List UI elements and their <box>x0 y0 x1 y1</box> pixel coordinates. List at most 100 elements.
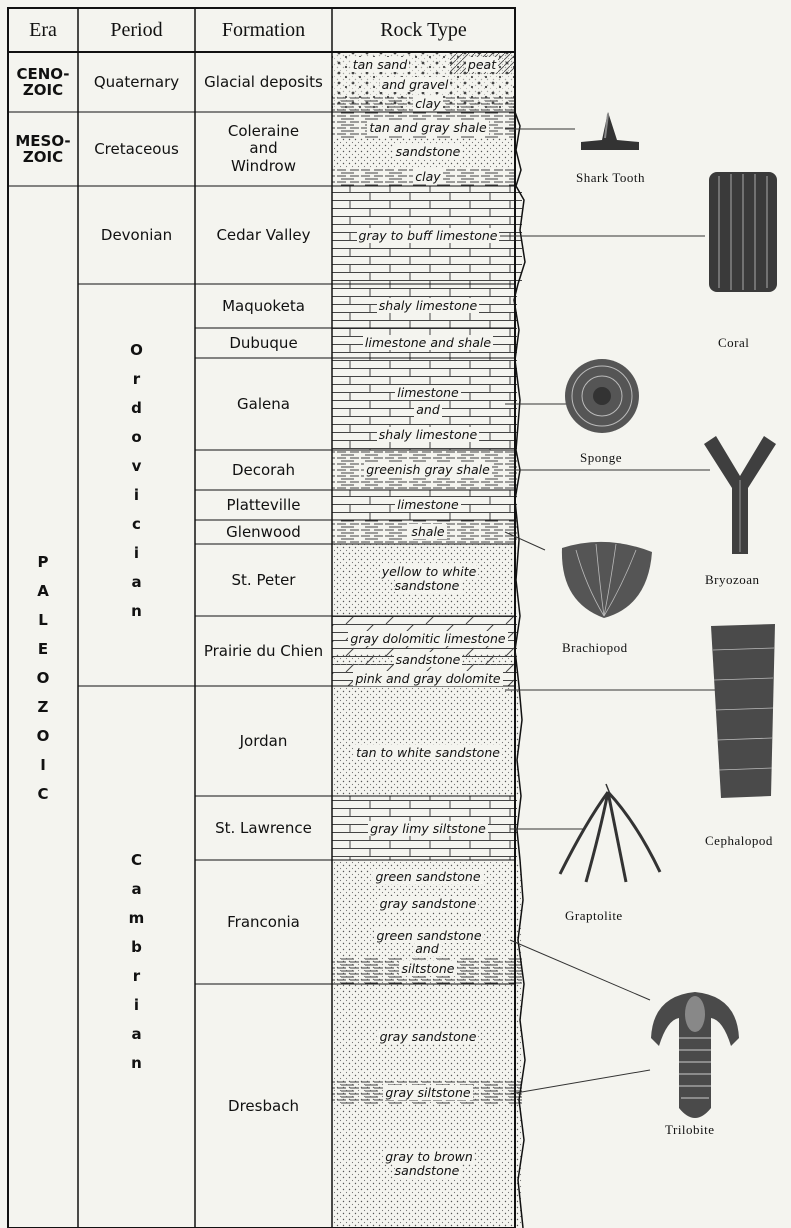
header-rock-type: Rock Type <box>332 8 515 52</box>
rock-label-green-sandstone1: green sandstone <box>338 870 518 884</box>
rock-label-gray-sandstone1: gray sandstone <box>338 897 518 911</box>
vertical-letter: r <box>133 365 140 394</box>
coral-icon <box>705 168 781 296</box>
vertical-letter: C <box>131 846 142 875</box>
formation-dresbach: Dresbach <box>195 984 332 1228</box>
vertical-letter: r <box>133 962 140 991</box>
formation-prairie-du-chien: Prairie du Chien <box>195 616 332 686</box>
rock-label-green-sandstone2: green sandstone and <box>338 930 518 955</box>
fossil-label-sponge: Sponge <box>580 450 622 466</box>
fossil-label-graptolite: Graptolite <box>565 908 623 924</box>
rock-label-dolomitic: gray dolomitic limestone <box>338 632 518 646</box>
vertical-letter: n <box>131 1049 142 1078</box>
rock-label-buff-limestone: gray to buff limestone <box>338 229 518 243</box>
era-mesozoic: MESO- ZOIC <box>8 112 78 186</box>
rock-label-siltstone: siltstone <box>338 962 518 976</box>
vertical-letter: a <box>131 1020 141 1049</box>
rock-dresbach <box>332 984 522 1228</box>
rock-label-gray-siltstone: gray siltstone <box>338 1086 518 1100</box>
formation-franconia: Franconia <box>195 860 332 984</box>
era-cenozoic: CENO- ZOIC <box>8 52 78 112</box>
vertical-letter: o <box>131 423 141 452</box>
rock-label-pink-dolomite: pink and gray dolomite <box>338 672 518 686</box>
rock-label-shaly-limestone2: shaly limestone <box>338 428 518 442</box>
rock-label-limestone-shale: limestone and shale <box>338 336 518 350</box>
vertical-letter: a <box>131 568 141 597</box>
header-era: Era <box>8 8 78 52</box>
formation-glacial: Glacial deposits <box>195 52 332 112</box>
rock-label-peat: peat <box>452 58 512 72</box>
vertical-letter: O <box>37 722 50 751</box>
trilobite-icon <box>645 988 745 1130</box>
formation-coleraine: Coleraine and Windrow <box>195 112 332 186</box>
sponge-icon <box>562 356 642 436</box>
vertical-letter: E <box>38 635 48 664</box>
rock-label-clay1: clay <box>338 97 518 111</box>
vertical-letter: v <box>132 452 142 481</box>
vertical-letter: a <box>131 875 141 904</box>
rock-label-yellow-white: yellow to white sandstone <box>338 565 518 594</box>
formation-dubuque: Dubuque <box>195 328 332 358</box>
formation-st-peter: St. Peter <box>195 544 332 616</box>
formation-cedar-valley: Cedar Valley <box>195 186 332 284</box>
fossil-label-trilobite: Trilobite <box>665 1122 715 1138</box>
vertical-letter: i <box>134 991 139 1020</box>
vertical-letter: m <box>129 904 145 933</box>
vertical-letter: O <box>130 336 143 365</box>
fossil-label-shark-tooth: Shark Tooth <box>576 170 645 186</box>
rock-label-clay2: clay <box>338 170 518 184</box>
rock-label-tan-gray-shale: tan and gray shale <box>338 121 518 135</box>
rock-jordan <box>332 686 520 796</box>
vertical-letter: A <box>37 577 49 606</box>
fossil-label-brachiopod: Brachiopod <box>562 640 628 656</box>
rock-label-limestone2: limestone <box>338 498 518 512</box>
vertical-letter: i <box>134 481 139 510</box>
shark-tooth-icon <box>575 110 645 155</box>
bryozoan-icon <box>700 432 780 557</box>
rock-label-greenish-shale: greenish gray shale <box>338 463 518 477</box>
rock-label-sandstone2: sandstone <box>338 653 518 667</box>
rock-label-and1: and <box>338 403 518 417</box>
rock-label-gray-sandstone2: gray sandstone <box>338 1030 518 1044</box>
vertical-letter: i <box>134 539 139 568</box>
rock-label-tan-sand: tan sand <box>340 58 420 72</box>
header-period: Period <box>78 8 195 52</box>
formation-decorah: Decorah <box>195 450 332 490</box>
vertical-letter: L <box>38 606 48 635</box>
vertical-letter: Z <box>38 693 49 722</box>
vertical-letter: n <box>131 597 142 626</box>
fossil-label-cephalopod: Cephalopod <box>705 833 773 849</box>
rock-label-limestone1: limestone <box>338 386 518 400</box>
formation-platteville: Platteville <box>195 490 332 520</box>
rock-label-shaly-limestone1: shaly limestone <box>338 299 518 313</box>
graptolite-icon <box>556 782 666 892</box>
vertical-letter: c <box>132 510 141 539</box>
fossil-label-bryozoan: Bryozoan <box>705 572 760 588</box>
formation-glenwood: Glenwood <box>195 520 332 544</box>
vertical-letter: C <box>37 780 48 809</box>
vertical-letter: O <box>37 664 50 693</box>
vertical-letter: I <box>40 751 46 780</box>
formation-galena: Galena <box>195 358 332 450</box>
rock-label-shale: shale <box>338 525 518 539</box>
formation-jordan: Jordan <box>195 686 332 796</box>
period-cretaceous: Cretaceous <box>78 112 195 186</box>
cephalopod-icon <box>705 620 781 802</box>
period-quaternary: Quaternary <box>78 52 195 112</box>
rock-label-gray-brown: gray to brown sandstone <box>338 1150 518 1179</box>
rock-label-limy-siltstone: gray limy siltstone <box>338 822 518 836</box>
formation-st-lawrence: St. Lawrence <box>195 796 332 860</box>
brachiopod-icon <box>556 536 656 620</box>
formation-maquoketa: Maquoketa <box>195 284 332 328</box>
vertical-letter: d <box>131 394 142 423</box>
fossil-label-coral: Coral <box>718 335 749 351</box>
vertical-letter: P <box>38 548 49 577</box>
rock-label-sandstone1: sandstone <box>338 145 518 159</box>
header-formation: Formation <box>195 8 332 52</box>
vertical-letter: b <box>131 933 142 962</box>
rock-label-tan-white: tan to white sandstone <box>338 746 518 760</box>
period-devonian: Devonian <box>78 186 195 284</box>
